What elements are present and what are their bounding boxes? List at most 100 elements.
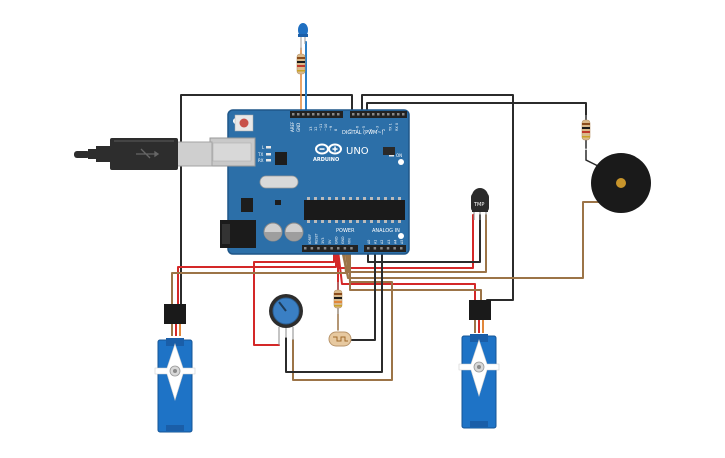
buzzer-center (616, 178, 626, 188)
pin-label: TX 1 (389, 123, 393, 132)
header-pin (292, 113, 295, 116)
chip-pin (314, 197, 317, 200)
header-pin (317, 247, 320, 250)
analog-label: ANALOG IN (372, 228, 400, 234)
wire-servo-right-signal (361, 94, 514, 301)
pin-label: ~11 (319, 124, 323, 131)
header-pin (357, 113, 360, 116)
header-pin (310, 247, 314, 250)
header-pin (367, 113, 370, 116)
chip-pin (356, 197, 359, 200)
chip-pin (314, 220, 317, 223)
header-pin (323, 247, 327, 250)
pin-label: VIN (348, 238, 352, 244)
wire-brown-tmp (345, 214, 487, 273)
chip-pin (349, 220, 352, 223)
rx-label: RX (258, 158, 264, 163)
usb-strain-relief-ring (88, 149, 96, 159)
sensor-label: TMP (473, 202, 484, 208)
resistor-led[interactable] (296, 53, 306, 75)
pin-label: RX 0 (395, 123, 399, 131)
header-pin (337, 247, 340, 250)
wire-brown-right-servo (349, 249, 482, 301)
chip-pin (363, 220, 366, 223)
chip-pin (370, 220, 373, 223)
pin-label: A2 (380, 240, 384, 244)
reset-button[interactable] (239, 118, 249, 128)
tx-label: TX (257, 152, 263, 157)
pin-label: GND (334, 236, 338, 244)
header-pin (392, 113, 395, 116)
header-pin (372, 113, 375, 116)
piezo-buzzer[interactable] (591, 153, 651, 213)
header-pin (317, 113, 320, 116)
pin-label: A1 (374, 240, 378, 244)
photoresistor[interactable] (328, 331, 352, 347)
header-pin (362, 113, 365, 116)
pin-label: ~3 (375, 126, 379, 131)
chip-pin (342, 220, 345, 223)
header-pin (400, 247, 403, 250)
chip-pin (384, 197, 387, 200)
pin-label: 8 (334, 129, 338, 131)
wire-red-right-servo (337, 249, 476, 301)
logo-text: ARDUINO (313, 157, 339, 163)
led-tx (266, 153, 271, 156)
chip-pin (377, 220, 380, 223)
header-pin (330, 247, 333, 250)
wire-red-left-servo (177, 249, 337, 306)
chip-pin (370, 197, 373, 200)
header-pin (386, 247, 390, 250)
usb-cable[interactable] (74, 138, 213, 170)
chip-pin (335, 197, 338, 200)
pin-label: A3 (387, 240, 391, 244)
wire-pot-analog (285, 249, 383, 373)
header-pin (332, 113, 335, 116)
mounting-hole (398, 159, 404, 165)
bottom-header-pins (304, 247, 403, 250)
header-pin (322, 113, 325, 116)
servo-connector (469, 300, 491, 320)
icsp-header (383, 147, 395, 155)
temperature-sensor[interactable]: TMP (471, 188, 489, 220)
header-pin (302, 113, 305, 116)
header-pin (382, 113, 385, 116)
chip-pin (321, 220, 324, 223)
pin-label: 4 (369, 128, 373, 131)
potentiometer[interactable] (269, 294, 303, 345)
usb-cord (74, 151, 90, 158)
header-pin (304, 247, 307, 250)
arduino-logo-icon (315, 143, 342, 155)
header-pin (397, 113, 400, 116)
chip-pin (307, 197, 310, 200)
servo-right[interactable] (458, 300, 500, 429)
servo-left[interactable] (154, 304, 196, 433)
pin-label: GND (341, 236, 345, 244)
regulator-chip (241, 198, 253, 212)
header-pin (373, 247, 377, 250)
resistor-buzzer[interactable] (581, 115, 599, 167)
servo-connector (164, 304, 186, 324)
usb-strain-relief (96, 146, 112, 162)
header-pin (337, 113, 340, 116)
led-rx (266, 159, 271, 162)
led-l (266, 146, 271, 149)
header-pin (367, 247, 370, 250)
resistor-ldr[interactable] (333, 282, 343, 314)
header-pin (387, 113, 390, 116)
chip-pin (356, 220, 359, 223)
led[interactable] (298, 23, 308, 50)
pin-label: A0 (367, 240, 371, 244)
chip-pin (328, 220, 331, 223)
header-pin (380, 247, 383, 250)
gnd-label: GND (296, 123, 301, 132)
digital-label: DIGITAL (PWM~) (342, 130, 384, 136)
usb-chip (275, 152, 287, 165)
led-bulb (298, 23, 308, 37)
aref-label: AREF (290, 121, 295, 132)
atmega-chip (304, 200, 405, 220)
pin-label: ~10 (324, 124, 328, 131)
